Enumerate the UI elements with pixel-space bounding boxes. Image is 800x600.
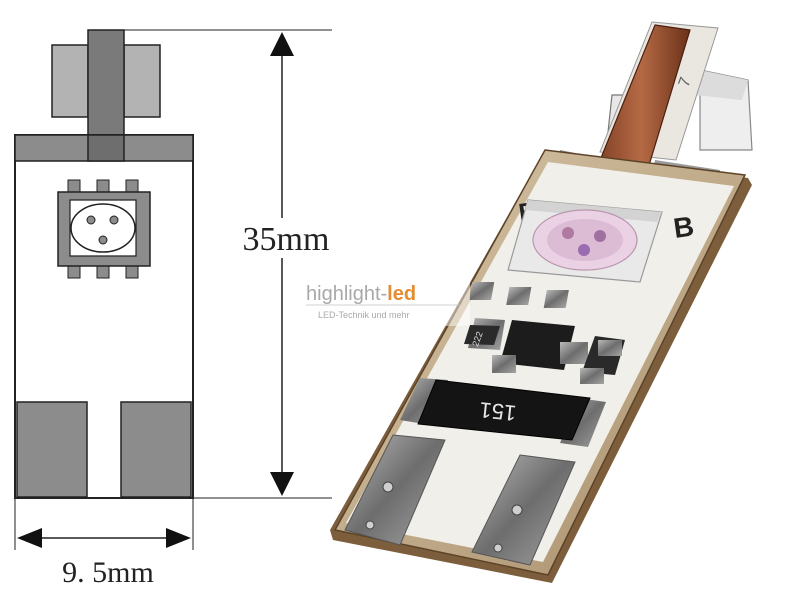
- dim-arrow-top: [270, 32, 294, 56]
- dim-arrow-right: [166, 528, 191, 548]
- contact-pad-right: [120, 401, 192, 498]
- dim-arrow-left: [17, 528, 42, 548]
- contact-pad-left: [16, 401, 88, 498]
- socket-block-left: [51, 44, 89, 118]
- pcb-pad-right: [471, 454, 576, 566]
- watermark: highlight-led LED-Technik und mehr: [300, 272, 470, 326]
- resistor: 151: [400, 378, 606, 447]
- dimension-height-label: 35mm: [243, 221, 330, 258]
- rgb-led: [469, 199, 663, 308]
- smd-components: 222: [464, 318, 625, 384]
- component-small-label: 222: [470, 330, 485, 348]
- dimension-width-label: 9. 5mm: [62, 556, 154, 589]
- transistor: [500, 320, 575, 370]
- socket-block-right: [123, 44, 161, 118]
- watermark-brand: highlight-led: [306, 283, 416, 305]
- resistor-label: 151: [478, 397, 517, 426]
- silkscreen-b-right: B: [672, 210, 696, 244]
- watermark-tagline: LED-Technik und mehr: [318, 310, 410, 320]
- led-chip-drawing: [57, 179, 151, 279]
- component-small-chip: [464, 325, 500, 345]
- pcb-photo: 7 B B 222: [330, 21, 753, 583]
- technical-drawing: 35mm 9. 5mm: [14, 29, 356, 589]
- pcb-pad-left: [344, 434, 446, 546]
- pcb-contact-pads: [344, 434, 576, 566]
- dim-arrow-bottom: [270, 472, 294, 496]
- center-stem-overlay: [87, 134, 125, 162]
